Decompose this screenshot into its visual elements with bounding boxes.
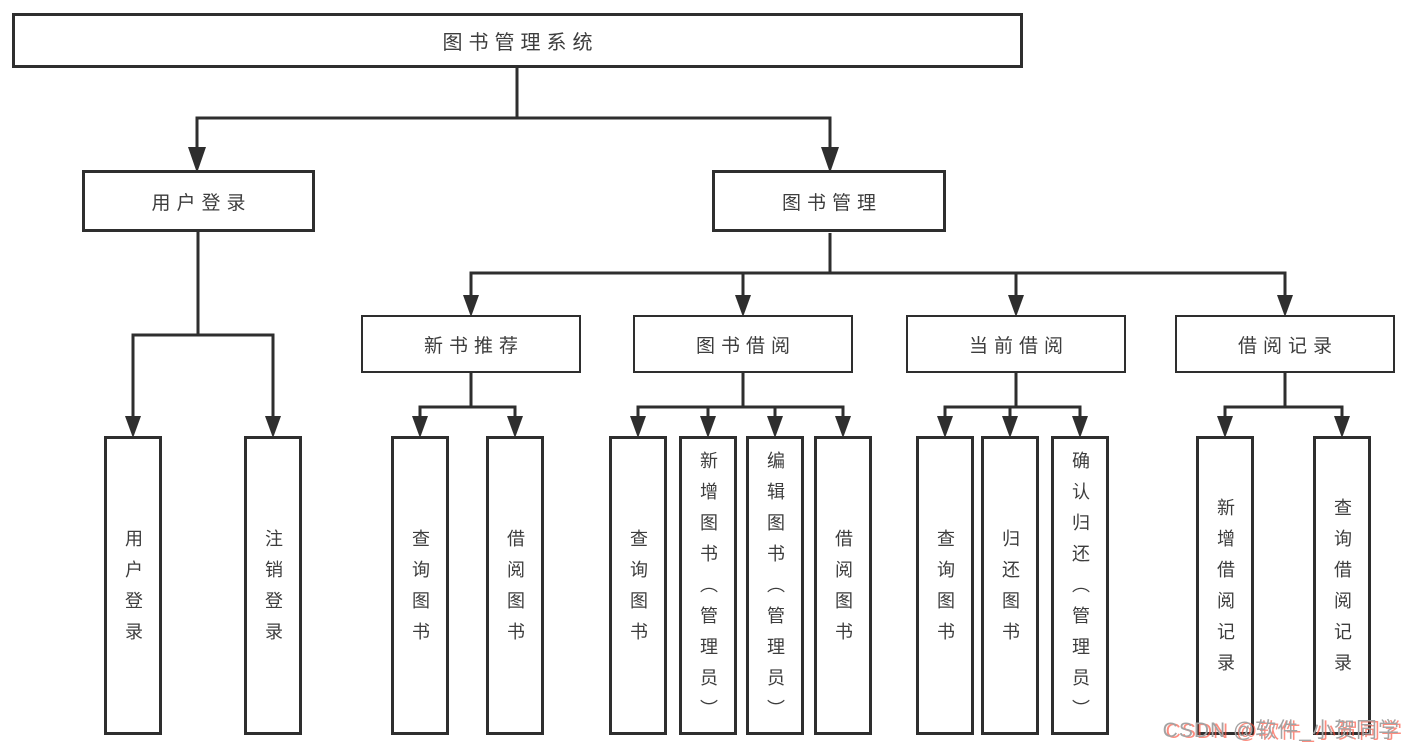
leaf-add-book-admin: 新增图书（管理员）: [679, 436, 737, 735]
leaf-borrow-books: 借阅图书: [814, 436, 872, 735]
arrowhead-icons: [125, 147, 1350, 438]
node-current-borrow: 当前借阅: [906, 315, 1126, 373]
leaf-add-borrow-record: 新增借阅记录: [1196, 436, 1254, 735]
leaf-edit-book-admin: 编辑图书（管理员）: [746, 436, 804, 735]
leaf-user-login: 用户登录: [104, 436, 162, 735]
leaf-return-books: 归还图书: [981, 436, 1039, 735]
leaf-logout: 注销登录: [244, 436, 302, 735]
leaf-query-books-recommend: 查询图书: [391, 436, 449, 735]
leaf-borrow-books-recommend: 借阅图书: [486, 436, 544, 735]
node-book-borrow: 图书借阅: [633, 315, 853, 373]
leaf-query-books-current: 查询图书: [916, 436, 974, 735]
leaf-confirm-return-admin: 确认归还（管理员）: [1051, 436, 1109, 735]
leaf-query-books-borrow: 查询图书: [609, 436, 667, 735]
node-book-management: 图书管理: [712, 170, 946, 232]
node-borrow-records: 借阅记录: [1175, 315, 1395, 373]
csdn-watermark: CSDN @软件_小贺同学: [1162, 719, 1400, 742]
leaf-query-borrow-record: 查询借阅记录: [1313, 436, 1371, 735]
node-new-book-recommend: 新书推荐: [361, 315, 581, 373]
node-library-management-system: 图书管理系统: [12, 13, 1023, 68]
node-user-login: 用户登录: [82, 170, 315, 232]
